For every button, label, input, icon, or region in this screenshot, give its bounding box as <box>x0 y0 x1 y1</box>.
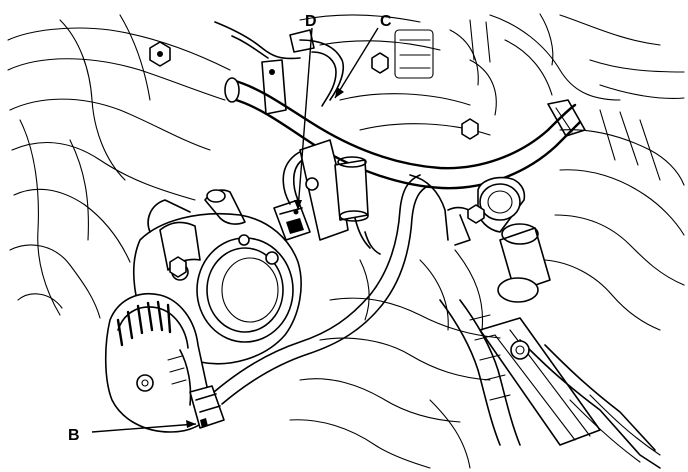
throttle-body <box>132 189 302 365</box>
background-engine-outlines <box>7 13 685 469</box>
connector-d <box>273 147 331 241</box>
leader-d <box>297 27 313 211</box>
coolant-hose <box>224 59 586 190</box>
leader-b <box>91 423 197 433</box>
right-pipes <box>447 176 551 303</box>
tps-housing <box>104 293 213 433</box>
callout-leaders <box>91 27 379 433</box>
callout-b: B <box>68 427 80 444</box>
connector-b <box>189 385 225 429</box>
wiring-harness <box>213 174 449 405</box>
callout-c: C <box>380 13 392 30</box>
callout-labels: B C D <box>68 13 392 444</box>
fasteners <box>149 41 485 278</box>
callout-d: D <box>305 13 317 30</box>
leader-c <box>334 27 379 99</box>
center-sensor-body <box>299 139 381 255</box>
